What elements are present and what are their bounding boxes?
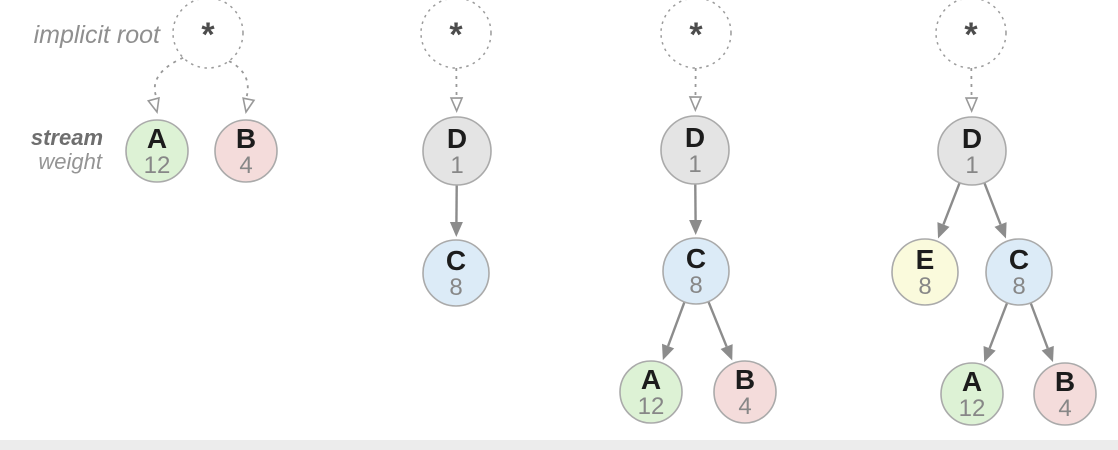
stream-node-circle — [619, 360, 683, 424]
stream-node-letter: C — [446, 245, 466, 276]
stream-node-A: A12 — [619, 360, 683, 424]
stream-node-circle — [422, 239, 490, 307]
stream-node-C: C8 — [662, 237, 730, 305]
dependency-edge — [1029, 302, 1049, 349]
bottom-bar — [0, 440, 1118, 450]
stream-node-circle — [214, 119, 278, 183]
implicit-root-node: * — [172, 0, 244, 69]
dependency-edge — [983, 182, 1002, 225]
stream-node-letter: D — [685, 122, 705, 153]
stream-node-circle — [937, 116, 1007, 186]
stream-node-weight: 1 — [688, 151, 701, 178]
stream-node-weight: 1 — [450, 152, 463, 179]
filled-arrowhead — [937, 222, 950, 239]
filled-arrowhead — [720, 344, 733, 361]
weight-label: weight — [38, 149, 102, 174]
stream-node-circle — [713, 360, 777, 424]
stream-node-letter: C — [686, 243, 706, 274]
dependency-edge — [666, 301, 686, 347]
stream-node-letter: E — [916, 244, 935, 275]
implicit-root-circle — [420, 0, 492, 69]
implicit-root-circle — [660, 0, 732, 69]
implicit-root-node: * — [935, 0, 1007, 69]
filled-arrowhead — [689, 219, 703, 236]
stream-node-letter: A — [641, 364, 661, 395]
filled-arrowhead — [1041, 345, 1054, 363]
open-arrowhead — [688, 96, 703, 113]
stream-node-letter: D — [962, 123, 982, 154]
stream-node-D: D1 — [937, 116, 1007, 186]
stream-node-C: C8 — [422, 239, 490, 307]
implicit-root-asterisk: * — [449, 16, 463, 54]
stream-node-circle — [940, 362, 1004, 426]
implicit-root-asterisk: * — [964, 16, 978, 54]
stream-node-weight: 1 — [965, 152, 978, 179]
stream-node-letter: B — [236, 123, 256, 154]
stream-node-circle — [125, 119, 189, 183]
stream-node-weight: 12 — [959, 395, 986, 422]
implicit-root-circle — [935, 0, 1007, 69]
stream-node-weight: 8 — [1012, 273, 1025, 300]
filled-arrowhead — [994, 222, 1007, 239]
stream-node-weight: 4 — [239, 152, 252, 179]
dashed-dependency-edge — [153, 56, 184, 100]
filled-arrowhead — [449, 221, 463, 238]
open-arrowhead — [964, 97, 979, 114]
stream-node-letter: A — [147, 123, 167, 154]
stream-node-weight: 12 — [144, 152, 171, 179]
stream-node-C: C8 — [985, 238, 1053, 306]
dashed-dependency-edge — [228, 60, 249, 100]
stream-node-letter: B — [1055, 366, 1075, 397]
dependency-edge — [707, 301, 728, 348]
stream-node-letter: C — [1009, 244, 1029, 275]
stream-node-circle — [662, 237, 730, 305]
stream-node-D: D1 — [422, 116, 492, 186]
implicit-root-node: * — [660, 0, 732, 69]
stream-node-circle — [891, 238, 959, 306]
stream-node-circle — [1033, 362, 1097, 426]
stream-node-weight: 12 — [638, 393, 665, 420]
implicit-root-node: * — [420, 0, 492, 69]
stream-label: stream — [30, 125, 103, 150]
stream-node-circle — [985, 238, 1053, 306]
stream-node-circle — [660, 115, 730, 185]
implicit-root-label: implicit root — [33, 21, 160, 49]
stream-node-weight: 4 — [1058, 395, 1071, 422]
stream-node-weight: 8 — [689, 272, 702, 299]
stream-node-B: B4 — [214, 119, 278, 183]
stream-node-circle — [422, 116, 492, 186]
implicit-root-asterisk: * — [689, 16, 703, 54]
stream-node-letter: D — [447, 123, 467, 154]
open-arrowhead — [449, 97, 464, 114]
open-arrowhead — [242, 97, 256, 115]
implicit-root-circle — [172, 0, 244, 69]
implicit-root-asterisk: * — [201, 16, 215, 54]
filled-arrowhead — [983, 345, 996, 363]
open-arrowhead — [146, 96, 160, 114]
stream-node-weight: 4 — [738, 393, 751, 420]
stream-node-letter: A — [962, 366, 982, 397]
stream-node-A: A12 — [940, 362, 1004, 426]
stream-node-letter: B — [735, 364, 755, 395]
stream-node-D: D1 — [660, 115, 730, 185]
stream-node-B: B4 — [1033, 362, 1097, 426]
stream-node-weight: 8 — [449, 274, 462, 301]
priority-tree-1: * A12 B4 — [125, 0, 278, 183]
dependency-edge — [988, 302, 1009, 349]
stream-node-B: B4 — [713, 360, 777, 424]
dependency-edge — [942, 182, 961, 225]
stream-node-E: E8 — [891, 238, 959, 306]
stream-node-weight: 8 — [918, 273, 931, 300]
stream-node-A: A12 — [125, 119, 189, 183]
filled-arrowhead — [661, 343, 675, 361]
